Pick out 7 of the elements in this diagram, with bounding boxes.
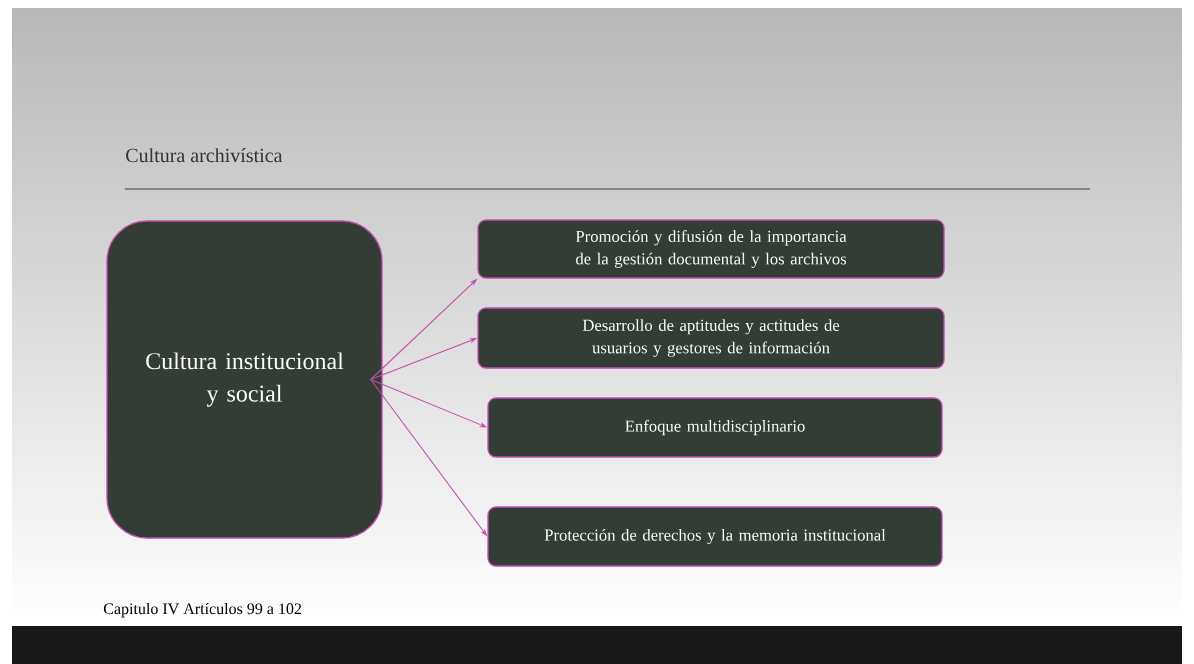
- slide-title: Cultura archivística: [126, 148, 283, 163]
- process-box: Desarrollo de aptitudes y actitudes de usuarios y gestores de información: [477, 307, 945, 369]
- rounded-box: Cultura institucional y social: [106, 220, 383, 539]
- process-box: Promoción y difusión de la importancia de la gestión documental y los archivos: [477, 219, 945, 279]
- process-box: Enfoque multidisciplinario: [487, 397, 943, 458]
- process-box: Protección de derechos y la memoria institucional: [487, 506, 943, 567]
- footer-note: Capitulo IV Artículos 99 a 102: [103, 602, 302, 618]
